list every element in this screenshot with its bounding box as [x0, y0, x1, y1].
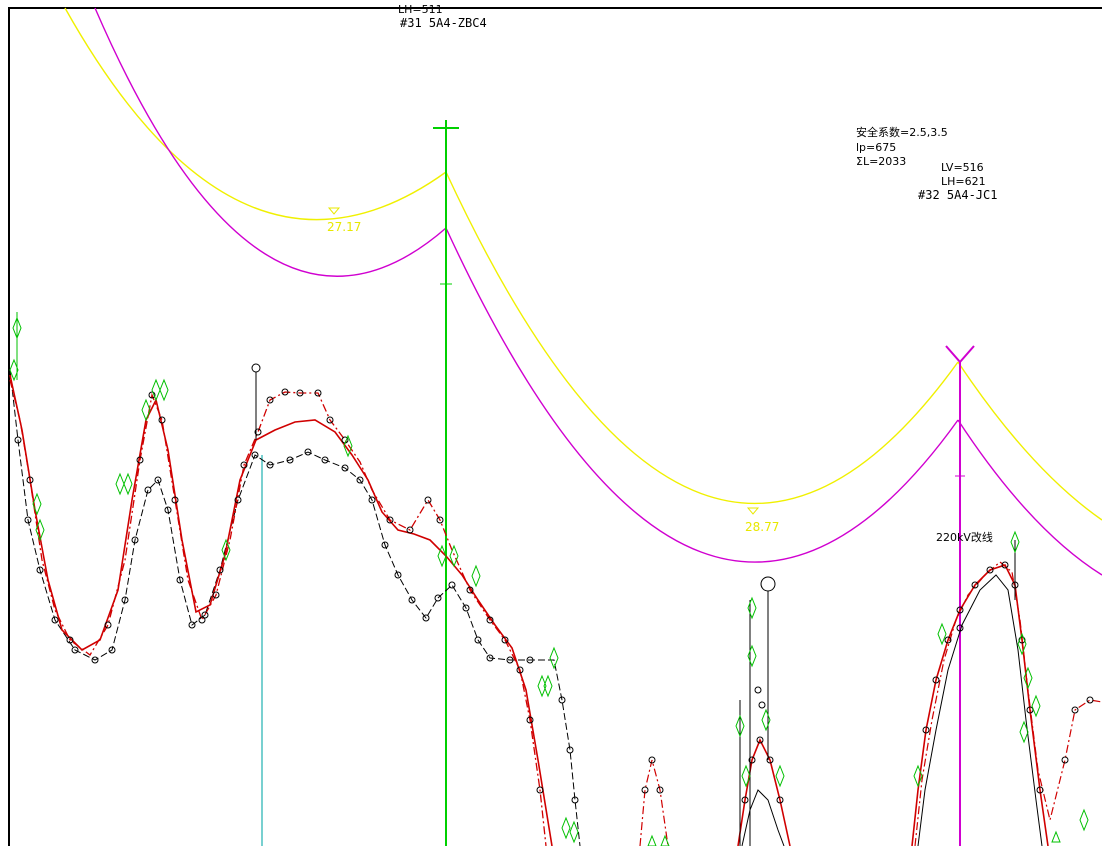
lp-label: lp=675 [856, 141, 896, 154]
profile-red-3 [639, 759, 669, 846]
upper-conductor-span-3 [957, 361, 1102, 521]
sag-value-1: 27.17 [327, 220, 361, 234]
green-diamond-markers [9, 312, 1089, 846]
lower-conductor-span-2 [445, 227, 959, 563]
profile-black-2 [741, 789, 785, 846]
crossing-label: 220kV改线 [936, 530, 993, 544]
sum-l-label: ΣL=2033 [856, 155, 906, 168]
ground-profiles [9, 369, 1102, 846]
tower-32 [945, 345, 975, 846]
sag-value-2: 28.77 [745, 520, 779, 534]
profile-red-1 [9, 379, 547, 846]
profile-black-3 [917, 574, 1043, 846]
lower-conductor-span-1 [94, 7, 447, 277]
conductor-curves [64, 7, 1102, 576]
tower-31 [433, 120, 459, 846]
profile-red-5 [911, 564, 1049, 846]
profile-red-2 [9, 374, 553, 846]
lv-label: LV=516 [941, 161, 984, 174]
vertical-marker-lines [255, 372, 1016, 846]
profile-red-4 [737, 738, 791, 846]
tower-32-label: #32 5A4-JC1 [918, 188, 997, 202]
survey-points [14, 363, 1094, 804]
lower-conductor-span-3 [957, 419, 1102, 576]
sag-marker-1: 27.17 [327, 207, 361, 234]
profile-black-dashed [9, 369, 581, 846]
drawing-frame [8, 7, 1102, 846]
tower-31-label: #31 5A4-ZBC4 [400, 16, 487, 30]
sag-marker-2: 28.77 [745, 507, 779, 534]
profile-red-6 [914, 561, 1102, 846]
upper-conductor-span-2 [445, 171, 959, 505]
upper-conductor-span-1 [64, 7, 447, 221]
top-cut-label: LH=511 [398, 3, 443, 16]
lh-label: LH=621 [941, 175, 986, 188]
safety-factor-label: 安全系数=2.5,3.5 [856, 125, 948, 139]
